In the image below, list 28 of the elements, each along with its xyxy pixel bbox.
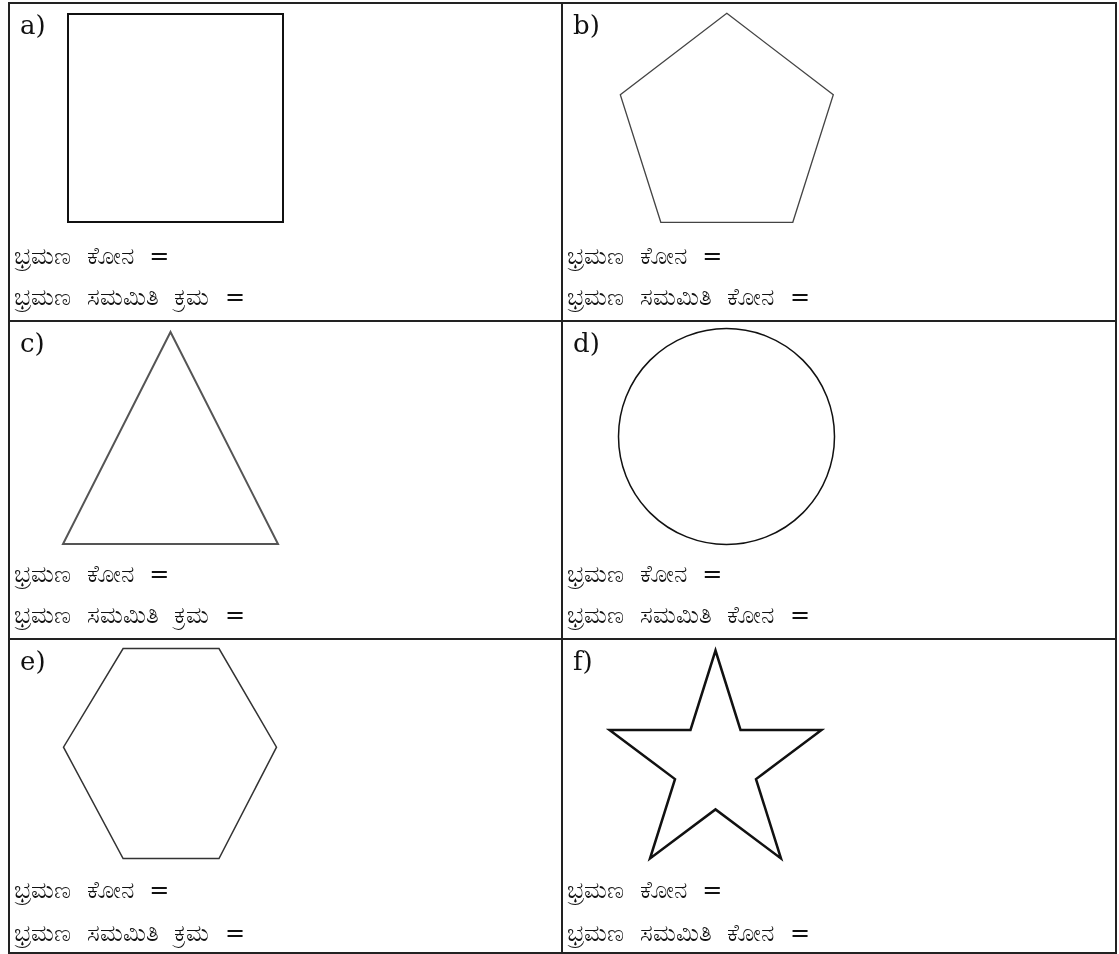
item-letter: d) bbox=[573, 328, 600, 358]
item-letter: c) bbox=[20, 328, 45, 358]
prompt-text: ಭ್ರಮಣ ಕೋನ = bbox=[14, 559, 170, 590]
item-letter: b) bbox=[573, 10, 600, 40]
prompt-text: ಭ್ರಮಣ ಸಮಮಿತಿ ಕೋನ = bbox=[567, 918, 810, 949]
prompt-text: ಭ್ರಮಣ ಸಮಮಿತಿ ಕೋನ = bbox=[567, 282, 810, 313]
pentagon-outline bbox=[618, 11, 835, 224]
circle-outline bbox=[616, 326, 836, 546]
table-cell bbox=[8, 638, 563, 954]
table-cell bbox=[561, 2, 1117, 322]
prompt-text: ಭ್ರಮಣ ಕೋನ = bbox=[567, 875, 723, 906]
prompt-text: ಭ್ರಮಣ ಸಮಮಿತಿ ಕ್ರಮ = bbox=[14, 600, 245, 631]
prompt-text: ಭ್ರಮಣ ಸಮಮಿತಿ ಕೋನ = bbox=[567, 600, 810, 631]
prompt-text: ಭ್ರಮಣ ಕೋನ = bbox=[567, 241, 723, 272]
hexagon-outline bbox=[61, 646, 278, 860]
item-letter: a) bbox=[20, 10, 46, 40]
square-outline bbox=[66, 12, 285, 224]
table-cell bbox=[8, 2, 563, 322]
prompt-text: ಭ್ರಮಣ ಕೋನ = bbox=[14, 241, 170, 272]
triangle-outline bbox=[61, 330, 280, 546]
star-outline bbox=[606, 647, 824, 861]
prompt-text: ಭ್ರಮಣ ಸಮಮಿತಿ ಕ್ರಮ = bbox=[14, 918, 245, 949]
prompt-text: ಭ್ರಮಣ ಸಮಮಿತಿ ಕ್ರಮ = bbox=[14, 282, 245, 313]
prompt-text: ಭ್ರಮಣ ಕೋನ = bbox=[14, 875, 170, 906]
prompt-text: ಭ್ರಮಣ ಕೋನ = bbox=[567, 559, 723, 590]
item-letter: e) bbox=[20, 646, 46, 676]
item-letter: f) bbox=[573, 646, 593, 676]
table-cell bbox=[561, 638, 1117, 954]
